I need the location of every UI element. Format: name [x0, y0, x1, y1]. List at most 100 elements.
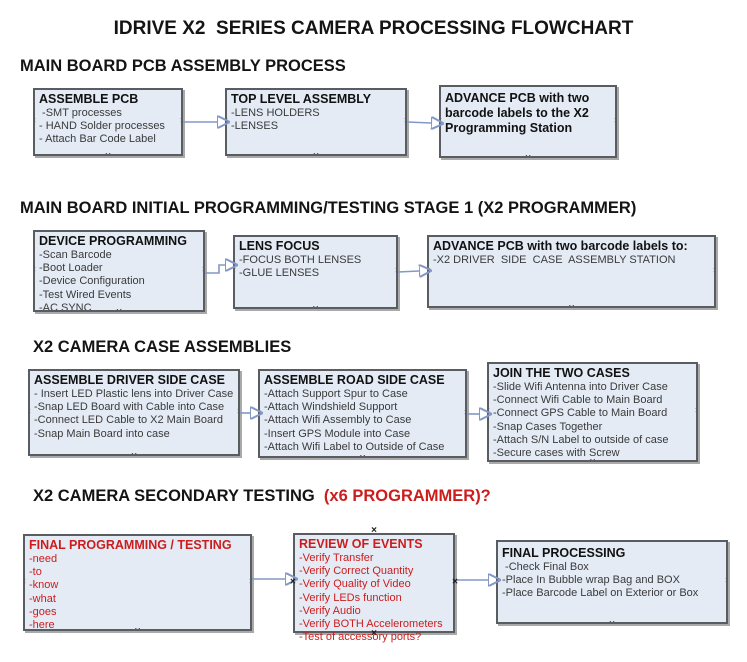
- box-line: -SMT processes: [39, 107, 122, 119]
- box-line: -Slide Wifi Antenna into Driver Case: [493, 381, 668, 393]
- connection-point: [371, 528, 377, 534]
- box-line: -Attach Wifi Assembly to Case: [264, 414, 412, 427]
- box-line: -Check Final Box: [502, 561, 589, 573]
- box-title: JOIN THE TWO CASES: [493, 366, 630, 380]
- box-title: FINAL PROGRAMMING / TESTING: [29, 538, 232, 552]
- box-title: FINAL PROCESSING: [502, 546, 626, 560]
- connection-point: [695, 409, 696, 415]
- flow-box-assemble-driver-side-case: ASSEMBLE DRIVER SIDE CASE - Insert LED P…: [28, 369, 240, 456]
- box-line: -Device Configuration: [39, 275, 145, 288]
- connection-point: [404, 119, 405, 125]
- connection-point: [614, 118, 615, 124]
- box-title: ASSEMBLE DRIVER SIDE CASE: [34, 373, 226, 387]
- connection-point: [313, 88, 319, 89]
- connection-point: [237, 409, 238, 415]
- box-line: -Verify BOTH Accelerometers: [299, 618, 443, 631]
- box-line: - Attach Bar Code Label: [39, 133, 156, 146]
- box-items: -Slide Wifi Antenna into Driver Case -Con…: [493, 381, 693, 460]
- flow-box-final-processing: FINAL PROCESSING -Check Final Box-Place …: [496, 540, 728, 624]
- box-line: -need: [29, 553, 58, 565]
- connection-point: [25, 579, 26, 585]
- connection-point: [227, 119, 228, 125]
- box-line: -goes: [29, 605, 57, 618]
- box-line: -here: [29, 619, 55, 631]
- box-line: -Secure cases with Screw: [493, 447, 620, 460]
- box-title: ASSEMBLE PCB: [39, 92, 139, 106]
- box-items: -FOCUS BOTH LENSES-GLUE LENSES: [239, 254, 393, 280]
- box-items: -need-to-know-what-goes-here: [29, 553, 247, 631]
- box-line: -GLUE LENSES: [239, 267, 320, 280]
- box-line: -Connect GPS Cable to Main Board: [493, 407, 668, 420]
- flow-box-top-level-assembly: TOP LEVEL ASSEMBLY -LENS HOLDERS-LENSES: [225, 88, 407, 156]
- connection-point: [441, 118, 442, 124]
- connection-point: [116, 230, 122, 231]
- box-items: -Attach Support Spur to Case-Attach Wind…: [264, 388, 462, 454]
- connection-point: [489, 409, 490, 415]
- connection-point: [395, 269, 396, 275]
- box-line: -Attach Support Spur to Case: [264, 388, 408, 400]
- connection-point: [371, 631, 377, 637]
- flow-box-review-of-events: REVIEW OF EVENTS -Verify Transfer-Verify…: [290, 533, 455, 643]
- connection-point: [590, 362, 596, 363]
- section-heading-case-assemblies: X2 CAMERA CASE ASSEMBLIES: [33, 338, 292, 356]
- box-line: -know: [29, 579, 59, 592]
- connection-point: [360, 456, 366, 458]
- section-heading-secondary-testing: X2 CAMERA SECONDARY TESTING (x6 PROGRAMM…: [33, 487, 491, 506]
- box-line: -Snap Cases Together: [493, 420, 603, 433]
- heading-black-part: X2 CAMERA SECONDARY TESTING: [33, 487, 320, 505]
- box-line: -LENSES: [231, 120, 279, 133]
- arrow-device-to-lensfocus: [205, 265, 225, 274]
- connection-point: [590, 460, 596, 462]
- flow-box-final-programming-testing: FINAL PROGRAMMING / TESTING -need-to-kno…: [23, 534, 252, 631]
- connection-point: [260, 410, 261, 416]
- box-line: -what: [29, 592, 56, 605]
- box-items: -Verify Transfer-Verify Correct Quantity…: [299, 552, 450, 644]
- connection-point: [235, 269, 236, 275]
- box-line: -Verify Quality of Video: [299, 578, 411, 591]
- arrow-toplevel-to-advance: [406, 122, 431, 123]
- box-items: -Check Final Box-Place In Bubble wrap Ba…: [502, 561, 723, 601]
- flow-box-advance-pcb-programming-station: ADVANCE PCB with two barcode labels to t…: [439, 85, 617, 158]
- connection-point: [609, 622, 615, 624]
- connection-point: [498, 579, 499, 585]
- connection-point: [105, 88, 111, 89]
- page-title: IDRIVE X2 SERIES CAMERA PROCESSING FLOWC…: [113, 18, 634, 39]
- connection-point: [105, 154, 111, 156]
- connection-point: [525, 156, 531, 158]
- box-title: LENS FOCUS: [239, 239, 320, 253]
- box-line: -Verify Correct Quantity: [299, 565, 414, 578]
- box-title: ASSEMBLE ROAD SIDE CASE: [264, 373, 445, 387]
- connection-point: [135, 534, 141, 535]
- box-line: -Connect LED Cable to X2 Main Board: [34, 414, 223, 427]
- flow-box-lens-focus: LENS FOCUS -FOCUS BOTH LENSES-GLUE LENSE…: [233, 235, 398, 309]
- connection-point: [290, 580, 296, 586]
- connection-point: [313, 154, 319, 156]
- box-line: -LENS HOLDERS: [231, 107, 320, 119]
- flow-box-assemble-pcb: ASSEMBLE PCB -SMT processes- HAND Solder…: [33, 88, 183, 156]
- connection-point: [609, 540, 615, 541]
- connection-point: [525, 85, 531, 86]
- box-line: -FOCUS BOTH LENSES: [239, 254, 362, 266]
- connection-point: [249, 579, 250, 585]
- box-line: -Attach Wifi Label to Outside of Case: [264, 440, 445, 453]
- connection-point: [313, 235, 319, 236]
- box-line: -X2 DRIVER SIDE CASE ASSEMBLY STATION: [433, 254, 676, 266]
- box-items: - Insert LED Plastic lens into Driver Ca…: [34, 388, 235, 441]
- flow-box-advance-pcb-driver-side: ADVANCE PCB with two barcode labels to: …: [427, 235, 716, 308]
- box-line: -Place In Bubble wrap Bag and BOX: [502, 574, 680, 587]
- box-title: DEVICE PROGRAMMING: [39, 234, 187, 248]
- connection-point: [713, 268, 714, 274]
- box-line: -Scan Barcode: [39, 249, 112, 261]
- connection-point: [35, 268, 36, 274]
- box-items: -LENS HOLDERS-LENSES: [231, 107, 402, 133]
- flow-box-join-the-two-cases: JOIN THE TWO CASES -Slide Wifi Antenna i…: [487, 362, 698, 462]
- connection-point: [313, 307, 319, 309]
- box-line: -to: [29, 566, 42, 579]
- box-items: -X2 DRIVER SIDE CASE ASSEMBLY STATION: [433, 254, 711, 267]
- section-heading-pcb-assembly: MAIN BOARD PCB ASSEMBLY PROCESS: [20, 57, 346, 75]
- box-line: -Snap Main Board into case: [34, 427, 170, 440]
- box-line: -Attach S/N Label to outside of case: [493, 433, 669, 446]
- connection-point: [35, 119, 36, 125]
- section-heading-initial-programming: MAIN BOARD INITIAL PROGRAMMING/TESTING S…: [20, 199, 637, 217]
